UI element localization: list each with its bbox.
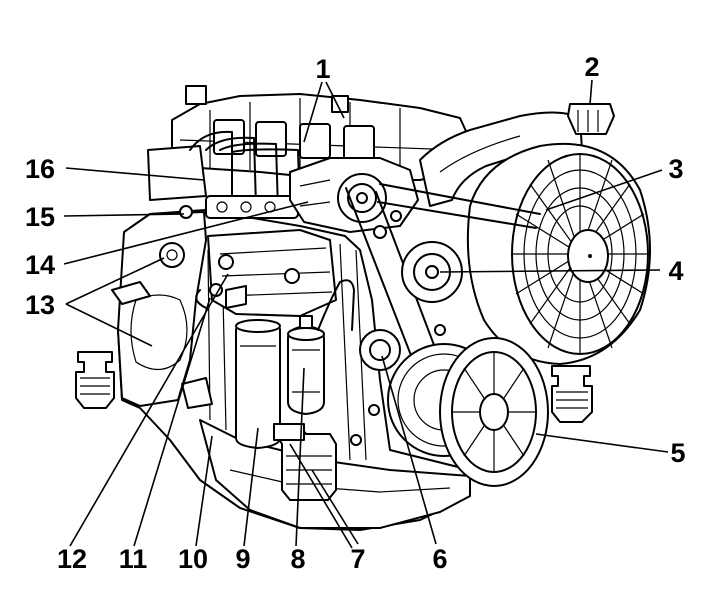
left-engine-mount — [75, 351, 115, 409]
alternator — [289, 157, 419, 233]
leader-4 — [439, 269, 661, 273]
callout-labels: 1 2 3 4 5 6 7 8 9 10 11 12 13 14 15 16 — [25, 52, 686, 574]
leader-6 — [381, 355, 437, 545]
callout-12: 12 — [57, 544, 87, 574]
callout-5: 5 — [670, 438, 685, 468]
crankshaft-pulley — [439, 337, 549, 487]
top-connector — [567, 103, 615, 135]
leader-16 — [65, 167, 205, 181]
fan-cowling — [466, 142, 651, 365]
callout-15: 15 — [25, 202, 55, 232]
callout-8: 8 — [290, 544, 305, 574]
callout-11: 11 — [119, 544, 148, 574]
leader-9 — [243, 427, 259, 547]
leader-3 — [545, 169, 663, 211]
leader-15 — [63, 213, 185, 217]
right-engine-mount — [551, 365, 593, 423]
leader-5 — [535, 433, 669, 453]
leader-8 — [295, 367, 305, 547]
callout-6: 6 — [432, 544, 447, 574]
oil-filter — [287, 279, 355, 415]
leader-lines — [63, 79, 669, 549]
injection-pump — [207, 229, 337, 317]
leader-11 — [133, 297, 211, 547]
callout-1: 1 — [315, 54, 330, 84]
leader-10 — [195, 435, 213, 547]
callout-9: 9 — [235, 544, 250, 574]
callout-10: 10 — [178, 544, 208, 574]
front-engine-mount — [273, 423, 337, 501]
callout-4: 4 — [668, 256, 683, 286]
leader-1 — [303, 81, 345, 143]
callout-3: 3 — [668, 154, 683, 184]
leader-12 — [69, 273, 229, 547]
engine-illustration — [75, 85, 651, 531]
misc-details — [179, 205, 446, 446]
leader-2 — [589, 79, 593, 105]
callout-16: 16 — [25, 154, 55, 184]
callout-7: 7 — [350, 544, 365, 574]
callout-13: 13 — [25, 290, 55, 320]
leader-14 — [63, 201, 309, 265]
callout-2: 2 — [584, 52, 599, 82]
leader-13 — [65, 257, 165, 347]
fuel-injection-lines — [147, 130, 301, 219]
callout-14: 14 — [25, 250, 55, 280]
